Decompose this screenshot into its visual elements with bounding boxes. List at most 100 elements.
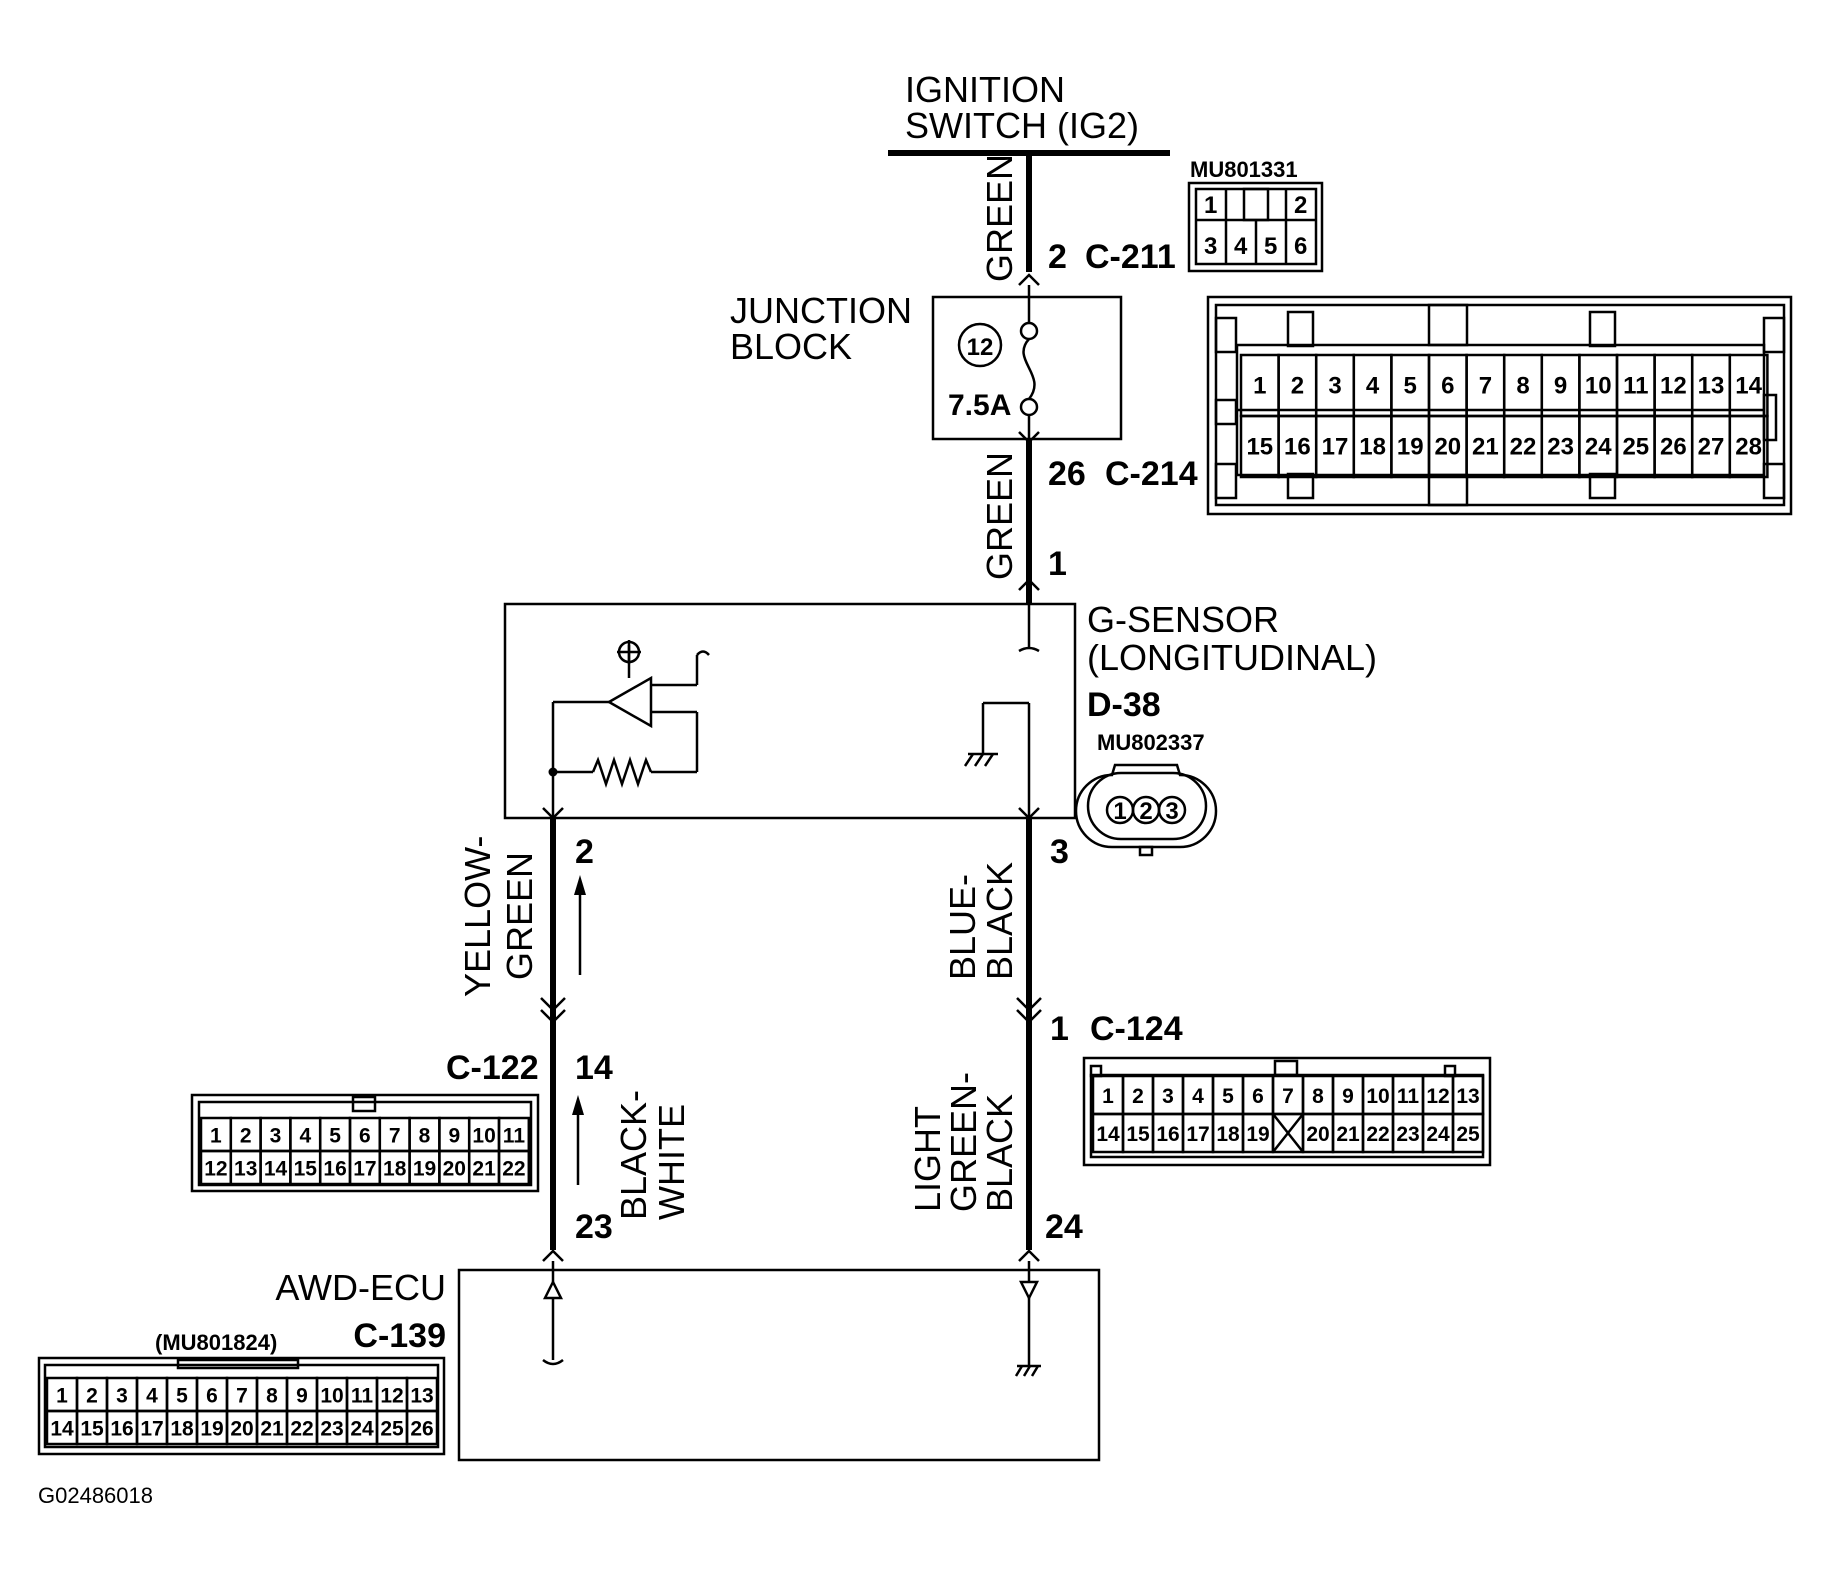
connector-pin-number: 3 [270,1125,282,1148]
connector-pin-number: 24 [1585,434,1612,461]
connector-pin-number: 9 [1342,1085,1354,1108]
g-sensor-label-line1: G-SENSOR [1087,599,1279,640]
connector-label-c214: C-214 [1105,455,1198,493]
connector-pin-number: 13 [1456,1085,1479,1108]
junction-label-line2: BLOCK [730,326,852,367]
connector-pin-number: 24 [350,1418,374,1441]
wire-color-right-upper-2: BLACK [979,862,1020,980]
pin-c211: 2 [1048,238,1067,276]
connector-pin-number: 14 [50,1418,74,1441]
connector-pin-number: 12 [204,1158,227,1181]
connector-pin-number: 14 [1096,1123,1120,1146]
connector-c139-outline [37,1356,446,1456]
connector-pin-number: 24 [1426,1123,1450,1146]
connector-pin-number: 22 [290,1418,313,1441]
connector-pin-number: 7 [236,1385,248,1408]
connector-pin-number: 1 [56,1385,68,1408]
inline-connector-c122 [540,997,566,1024]
connector-pin-number: 18 [170,1418,194,1441]
connector-label-c211: C-211 [1085,238,1176,276]
mu801331-pin-3: 3 [1204,233,1217,260]
ignition-switch: IGNITION SWITCH (IG2) [888,69,1170,156]
connector-cell [1728,414,1769,479]
awd-ecu: AWD-ECU C-139 [275,1261,1101,1462]
connector-pin-number: 4 [146,1385,158,1408]
wire-color-mid: GREEN [979,452,1020,580]
connector-pin-number: 25 [380,1418,404,1441]
connector-mu802337: 1 2 3 [1074,763,1218,857]
ground-icon [963,752,998,767]
connector-pin-number: 20 [443,1158,466,1181]
connector-pin-number: 10 [1585,373,1612,400]
g-sensor-box [503,602,1077,820]
connector-pin-number: 6 [206,1385,218,1408]
connector-pin-number: 12 [1660,373,1687,400]
connector-cell [405,1409,439,1446]
connector-pin-number: 17 [140,1418,163,1441]
connector-pin-number: 4 [299,1125,311,1148]
figure-id: G02486018 [38,1483,153,1508]
ignition-label-line1: IGNITION [905,69,1065,110]
connector-pin-number: 8 [419,1125,431,1148]
mu802337-pin-3: 3 [1165,798,1178,825]
connector-pin-number: 16 [110,1418,133,1441]
connector-pin-number: 17 [353,1158,376,1181]
connector-chevron-c211 [1018,273,1040,286]
connector-pin-number: 22 [1366,1123,1389,1146]
connector-pin-number: 11 [1623,373,1648,400]
connector-pin-number: 11 [1397,1085,1420,1108]
fuse-icon [1022,338,1036,400]
connector-pin-number: 28 [1735,434,1762,461]
connector-pin-number: 26 [410,1418,433,1441]
connector-pin-number: 16 [1284,434,1311,461]
mu802337-pin-2: 2 [1139,798,1152,825]
connector-pin-number: 3 [116,1385,128,1408]
connector-pin-number: 5 [329,1125,341,1148]
g-sensor: G-SENSOR (LONGITUDINAL) D-38 MU802337 [503,590,1377,857]
connector-pin-number: 21 [472,1158,496,1181]
connector-pin-number: 1 [1102,1085,1114,1108]
signal-arrow-up [574,875,586,975]
wire-color-left-upper-1: YELLOW- [457,836,498,997]
pin-c124: 1 [1050,1010,1069,1048]
connector-pin-number: 15 [80,1418,104,1441]
wire-color-right-lower-3: BLACK [979,1094,1020,1212]
connector-pin-number: 17 [1322,434,1349,461]
connector-pin-number: 21 [1336,1123,1360,1146]
connector-pin-number: 9 [1554,373,1567,400]
c139-part-number: (MU801824) [155,1330,277,1355]
wire-color-top: GREEN [979,154,1020,282]
awd-ecu-box [457,1268,1101,1462]
g-sensor-label-line2: (LONGITUDINAL) [1087,637,1377,678]
connector-pin-number: 13 [1698,373,1725,400]
connector-pin-number: 23 [1396,1123,1419,1146]
output-terminal-icon [1018,1280,1040,1301]
connector-pin-number: 7 [1479,373,1492,400]
g-sensor-connector-label: D-38 [1087,686,1161,724]
ecu-ground-icon [1014,1364,1041,1377]
connector-pin-number: 1 [1253,373,1266,400]
connector-cell [497,1149,531,1186]
mu801331-pin-6: 6 [1294,233,1307,260]
connector-c122-outline [190,1093,540,1193]
connector-pin-number: 22 [502,1158,525,1181]
mu801331-pin-5: 5 [1264,233,1277,260]
connector-chevron-ecu-right [1018,1249,1040,1262]
awd-ecu-label: AWD-ECU [275,1267,446,1308]
pin-c214: 26 [1048,455,1086,493]
connector-pin-number: 13 [234,1158,257,1181]
g-sensor-part-number: MU802337 [1097,730,1205,755]
connector-pin-number: 23 [1547,434,1574,461]
connector-mu801331: MU801331 1 2 3 4 5 6 [1187,157,1324,273]
connector-pin-number: 6 [1252,1085,1264,1108]
wire-color-left-upper-2: GREEN [499,852,540,980]
ignition-label-line2: SWITCH (IG2) [905,105,1139,146]
connector-pin-number: 17 [1186,1123,1209,1146]
amplifier-icon [606,675,653,729]
fuse-terminal-top [1019,321,1039,341]
input-load-icon [542,1358,564,1366]
pin-ecu-left: 23 [575,1208,613,1246]
connector-c124-outline [1082,1056,1492,1167]
